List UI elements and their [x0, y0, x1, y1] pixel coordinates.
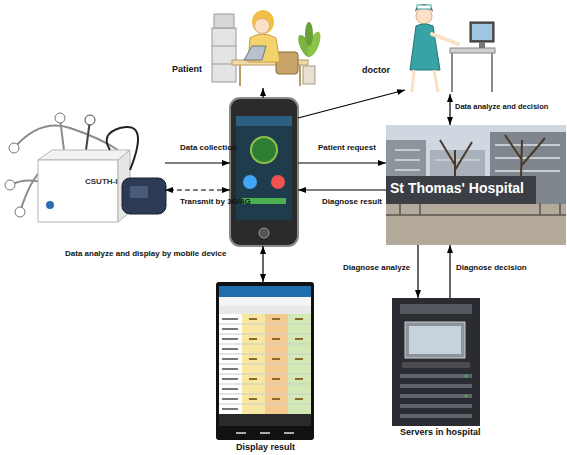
device-node: CSUTH-I — [5, 112, 165, 248]
servers-photo — [392, 298, 480, 426]
node-label: Patient — [172, 65, 202, 75]
patient-node: Patient — [208, 2, 320, 88]
node-label: Data analyze and display by mobile devic… — [65, 250, 226, 259]
arrow-connector — [262, 246, 263, 282]
arrow-connector — [298, 189, 386, 190]
doctor-node: doctor — [405, 2, 495, 94]
edge-label: Data analyze and decision — [455, 103, 548, 111]
hospital-node: St Thomas' Hospital — [386, 125, 566, 245]
hospital-photo — [386, 125, 566, 245]
edge-label: Data collection — [180, 144, 237, 153]
screenshot-illustration — [216, 282, 314, 440]
doctor-illustration — [410, 4, 495, 92]
arrow-connector — [165, 189, 230, 190]
ecg-device-illustration — [5, 113, 166, 222]
node-label: CSUTH-I — [85, 178, 117, 187]
servers-node: Servers in hospital — [392, 298, 480, 426]
screenshot-node: Display result — [216, 282, 314, 440]
arrow-connector — [417, 245, 418, 298]
edge-label: Diagnose decision — [456, 264, 527, 273]
node-label: Servers in hospital — [400, 428, 481, 438]
arrow-connector — [298, 90, 405, 118]
arrow-connector — [165, 162, 230, 163]
arrow-connector — [298, 162, 386, 163]
edge-label: Diagnose result — [322, 198, 382, 207]
node-label: Display result — [236, 443, 295, 453]
edge-label: Diagnose analyze — [343, 264, 410, 273]
edge-label: Transmit by 3G/4G — [180, 198, 251, 207]
patient-illustration — [212, 10, 323, 86]
node-label: doctor — [362, 66, 390, 76]
phone-node: Data analyze and display by mobile devic… — [230, 98, 298, 246]
arrow-connector — [449, 94, 450, 125]
phone-illustration — [230, 98, 298, 246]
node-label: St Thomas' Hospital — [390, 181, 524, 196]
arrow-connector — [262, 88, 263, 98]
arrow-connector — [449, 245, 450, 298]
edge-label: Patient request — [318, 144, 376, 153]
